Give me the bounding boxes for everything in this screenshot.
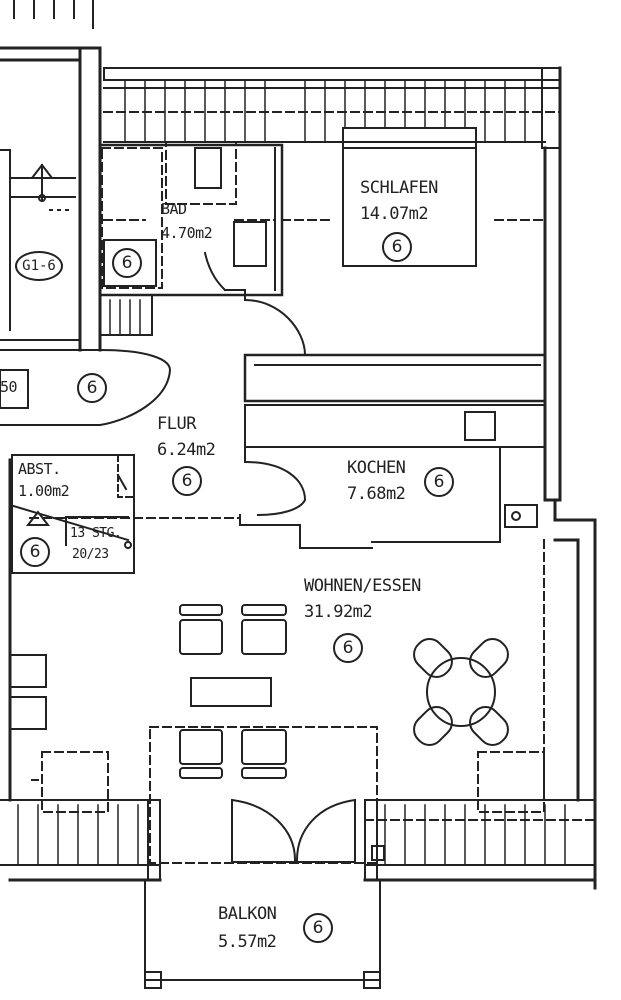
balkon-area: 5.57m2 bbox=[218, 932, 277, 952]
wohnen-marker: 6 bbox=[333, 633, 363, 663]
flur-area: 6.24m2 bbox=[157, 440, 216, 460]
bedroom bbox=[281, 127, 546, 267]
roof-hatch-bottom bbox=[0, 799, 596, 866]
stair-ratio: 20/23 bbox=[72, 547, 109, 562]
abst-marker: 6 bbox=[20, 537, 50, 567]
bathroom bbox=[98, 141, 307, 357]
flur-name: FLUR bbox=[157, 414, 196, 434]
neighbour-hall-marker: 6 bbox=[77, 373, 107, 403]
storage bbox=[8, 454, 241, 574]
flur-marker: 6 bbox=[172, 466, 202, 496]
abst-area: 1.00m2 bbox=[18, 482, 70, 500]
outer-walls bbox=[0, 46, 597, 890]
neighbour-unit bbox=[0, 149, 172, 427]
balcony bbox=[144, 879, 381, 989]
abst-name: ABST. bbox=[18, 460, 61, 478]
roof-hatch-top bbox=[103, 67, 561, 149]
neighbour-fragment: 50 bbox=[0, 378, 18, 396]
bad-name: BAD bbox=[161, 200, 187, 218]
kochen-area: 7.68m2 bbox=[347, 484, 406, 504]
bad-marker: 6 bbox=[112, 248, 142, 278]
stair-label: 13 STG. bbox=[70, 526, 122, 541]
kochen-marker: 6 bbox=[424, 467, 454, 497]
living-room-furniture bbox=[9, 539, 545, 813]
kitchen bbox=[239, 353, 547, 549]
wohnen-area: 31.92m2 bbox=[304, 602, 373, 622]
balcony-door bbox=[147, 726, 385, 881]
neighbour-unit-label: G1-6 bbox=[15, 251, 63, 281]
top-fragment bbox=[13, 0, 94, 29]
balkon-marker: 6 bbox=[303, 913, 333, 943]
wohnen-name: WOHNEN/ESSEN bbox=[304, 576, 421, 596]
kochen-name: KOCHEN bbox=[347, 458, 406, 478]
balkon-name: BALKON bbox=[218, 904, 277, 924]
schlafen-name: SCHLAFEN bbox=[360, 178, 438, 198]
schlafen-area: 14.07m2 bbox=[360, 204, 429, 224]
bad-area: 4.70m2 bbox=[161, 224, 213, 242]
schlafen-marker: 6 bbox=[382, 232, 412, 262]
